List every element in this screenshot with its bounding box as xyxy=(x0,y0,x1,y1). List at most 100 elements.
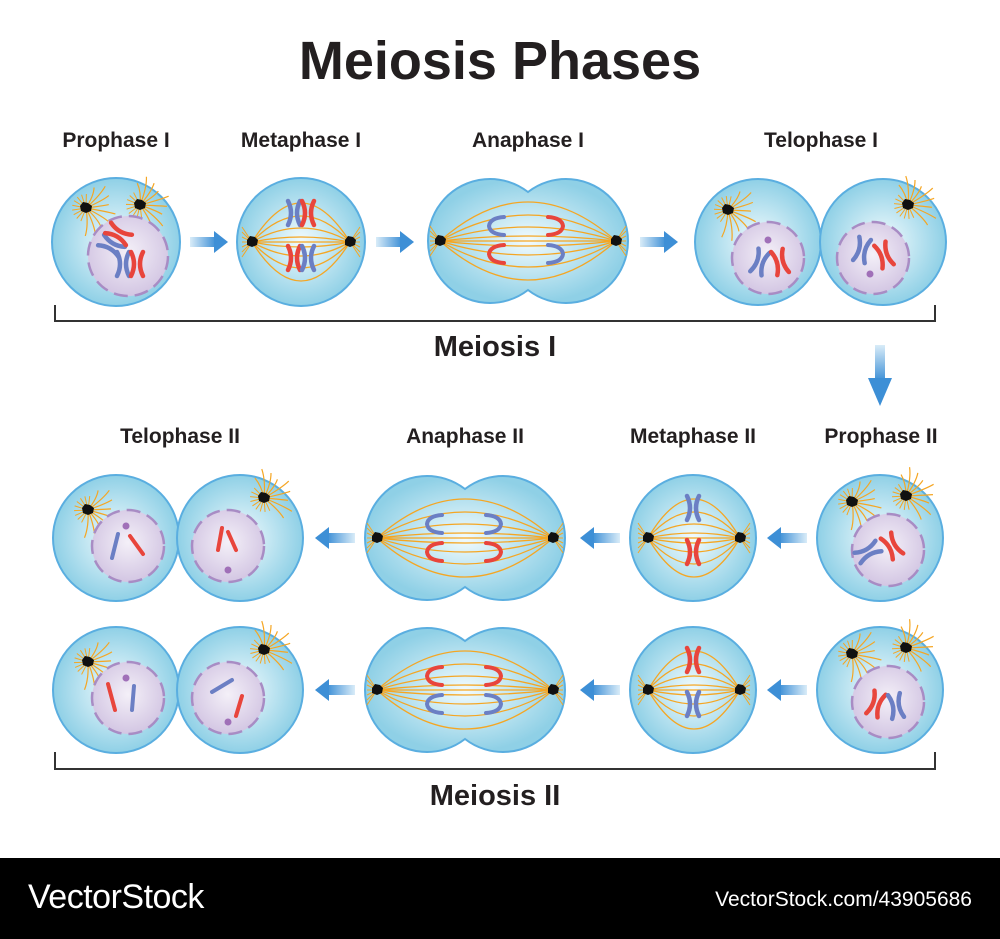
page-title: Meiosis Phases xyxy=(298,31,702,91)
chromatid-pair xyxy=(768,246,792,278)
cell-telophase-2 xyxy=(52,620,304,754)
centriole-icon xyxy=(372,532,383,543)
chromosome xyxy=(684,537,702,567)
chromatid-pair xyxy=(684,645,702,675)
chromatid-pair xyxy=(299,198,317,228)
spindle-fiber xyxy=(647,537,741,565)
arrow-right-icon xyxy=(190,231,228,253)
centriole-icon xyxy=(611,235,622,246)
chromatid xyxy=(484,541,504,563)
cell-prophase-2 xyxy=(816,619,944,754)
chromosome xyxy=(748,246,772,278)
chromosome xyxy=(114,249,132,279)
centriole-icon xyxy=(345,236,356,247)
chromatid xyxy=(106,682,117,712)
spindle-fiber xyxy=(251,241,351,282)
chromatid xyxy=(484,693,504,715)
arrow-left-icon xyxy=(315,679,355,701)
centriole-icon xyxy=(900,642,912,653)
nucleus xyxy=(190,660,266,736)
chromosome xyxy=(878,530,906,562)
chromatid-pair xyxy=(299,243,317,273)
spindle-fiber xyxy=(439,201,617,242)
centrosome xyxy=(125,176,169,231)
chromatid xyxy=(424,665,444,687)
chromatid xyxy=(546,215,566,237)
centriole-icon xyxy=(735,684,746,695)
brand-logo: VectorStock xyxy=(28,878,204,916)
spindle-fiber xyxy=(439,240,617,281)
label-telophase-1: Telophase I xyxy=(764,129,878,152)
chromatid xyxy=(484,665,504,687)
centriole-icon xyxy=(643,684,654,695)
cell-telophase-1 xyxy=(694,175,947,306)
centriole-icon xyxy=(900,490,912,501)
centriole-icon xyxy=(846,496,858,507)
centriole-icon xyxy=(846,648,858,659)
chromatid xyxy=(216,526,224,552)
nucleolus xyxy=(122,522,130,530)
centriole-icon xyxy=(82,504,94,515)
label-meiosis-2: Meiosis II xyxy=(429,780,561,812)
centriole-icon xyxy=(902,199,914,210)
arrow-down-icon xyxy=(868,345,892,406)
spindle-fiber xyxy=(376,511,554,539)
spindle-fiber xyxy=(439,240,617,247)
spindle-fiber xyxy=(647,663,741,691)
meiosis-2-bracket xyxy=(54,752,936,770)
centrosome xyxy=(713,191,756,241)
chromatid-pair xyxy=(102,220,135,248)
chromatid-pair xyxy=(878,530,906,562)
label-prophase-2: Prophase II xyxy=(824,425,938,448)
spindle-fiber xyxy=(647,650,741,691)
centriole-icon xyxy=(80,202,92,213)
chromatid-pair xyxy=(128,249,146,279)
arrow-left-icon xyxy=(580,527,620,549)
spindle-fiber xyxy=(439,226,617,242)
chromosome xyxy=(285,198,303,228)
centriole-icon xyxy=(435,235,446,246)
centriole-icon xyxy=(82,656,94,667)
chromosome xyxy=(102,220,135,248)
chromatid-pair xyxy=(748,246,772,278)
spindle-fiber xyxy=(376,523,554,539)
spindle-fiber xyxy=(376,532,554,539)
homologous-pair xyxy=(114,249,146,279)
spindle-fiber xyxy=(376,537,554,544)
chromatid xyxy=(424,693,444,715)
label-metaphase-1: Metaphase I xyxy=(240,129,362,152)
homologous-pair xyxy=(285,198,317,228)
chromatid-pair xyxy=(285,198,303,228)
chromatid xyxy=(130,684,136,712)
cell-anaphase-2 xyxy=(364,475,566,601)
spindle-fiber xyxy=(647,537,741,544)
chromatid-pair xyxy=(864,688,888,720)
chromatid xyxy=(546,243,566,265)
spindle-fiber xyxy=(647,684,741,691)
chromosome xyxy=(768,246,792,278)
nucleolus xyxy=(224,718,232,726)
cell-metaphase-1 xyxy=(236,177,366,307)
spindle-fiber xyxy=(647,689,741,730)
spindle-fiber xyxy=(376,650,554,691)
spindle-fiber xyxy=(439,214,617,242)
chromatid-pair xyxy=(684,493,702,523)
centriole-icon xyxy=(258,492,270,503)
spindle-fiber xyxy=(376,684,554,691)
spindle-fiber xyxy=(376,537,554,565)
nucleus xyxy=(90,660,166,736)
centrosome xyxy=(250,468,293,519)
chromatid-pair xyxy=(885,690,907,722)
chromosome xyxy=(850,234,874,266)
spindle-fiber xyxy=(647,675,741,691)
chromatid-pair xyxy=(285,243,303,273)
centriole-icon xyxy=(134,199,146,210)
spindle-fiber xyxy=(376,663,554,691)
spindle-fiber xyxy=(376,689,554,730)
chromosome xyxy=(684,645,702,675)
centriole-icon xyxy=(258,644,270,655)
nucleolus xyxy=(224,566,232,574)
label-metaphase-2: Metaphase II xyxy=(629,425,757,448)
spindle-fiber xyxy=(251,236,351,243)
